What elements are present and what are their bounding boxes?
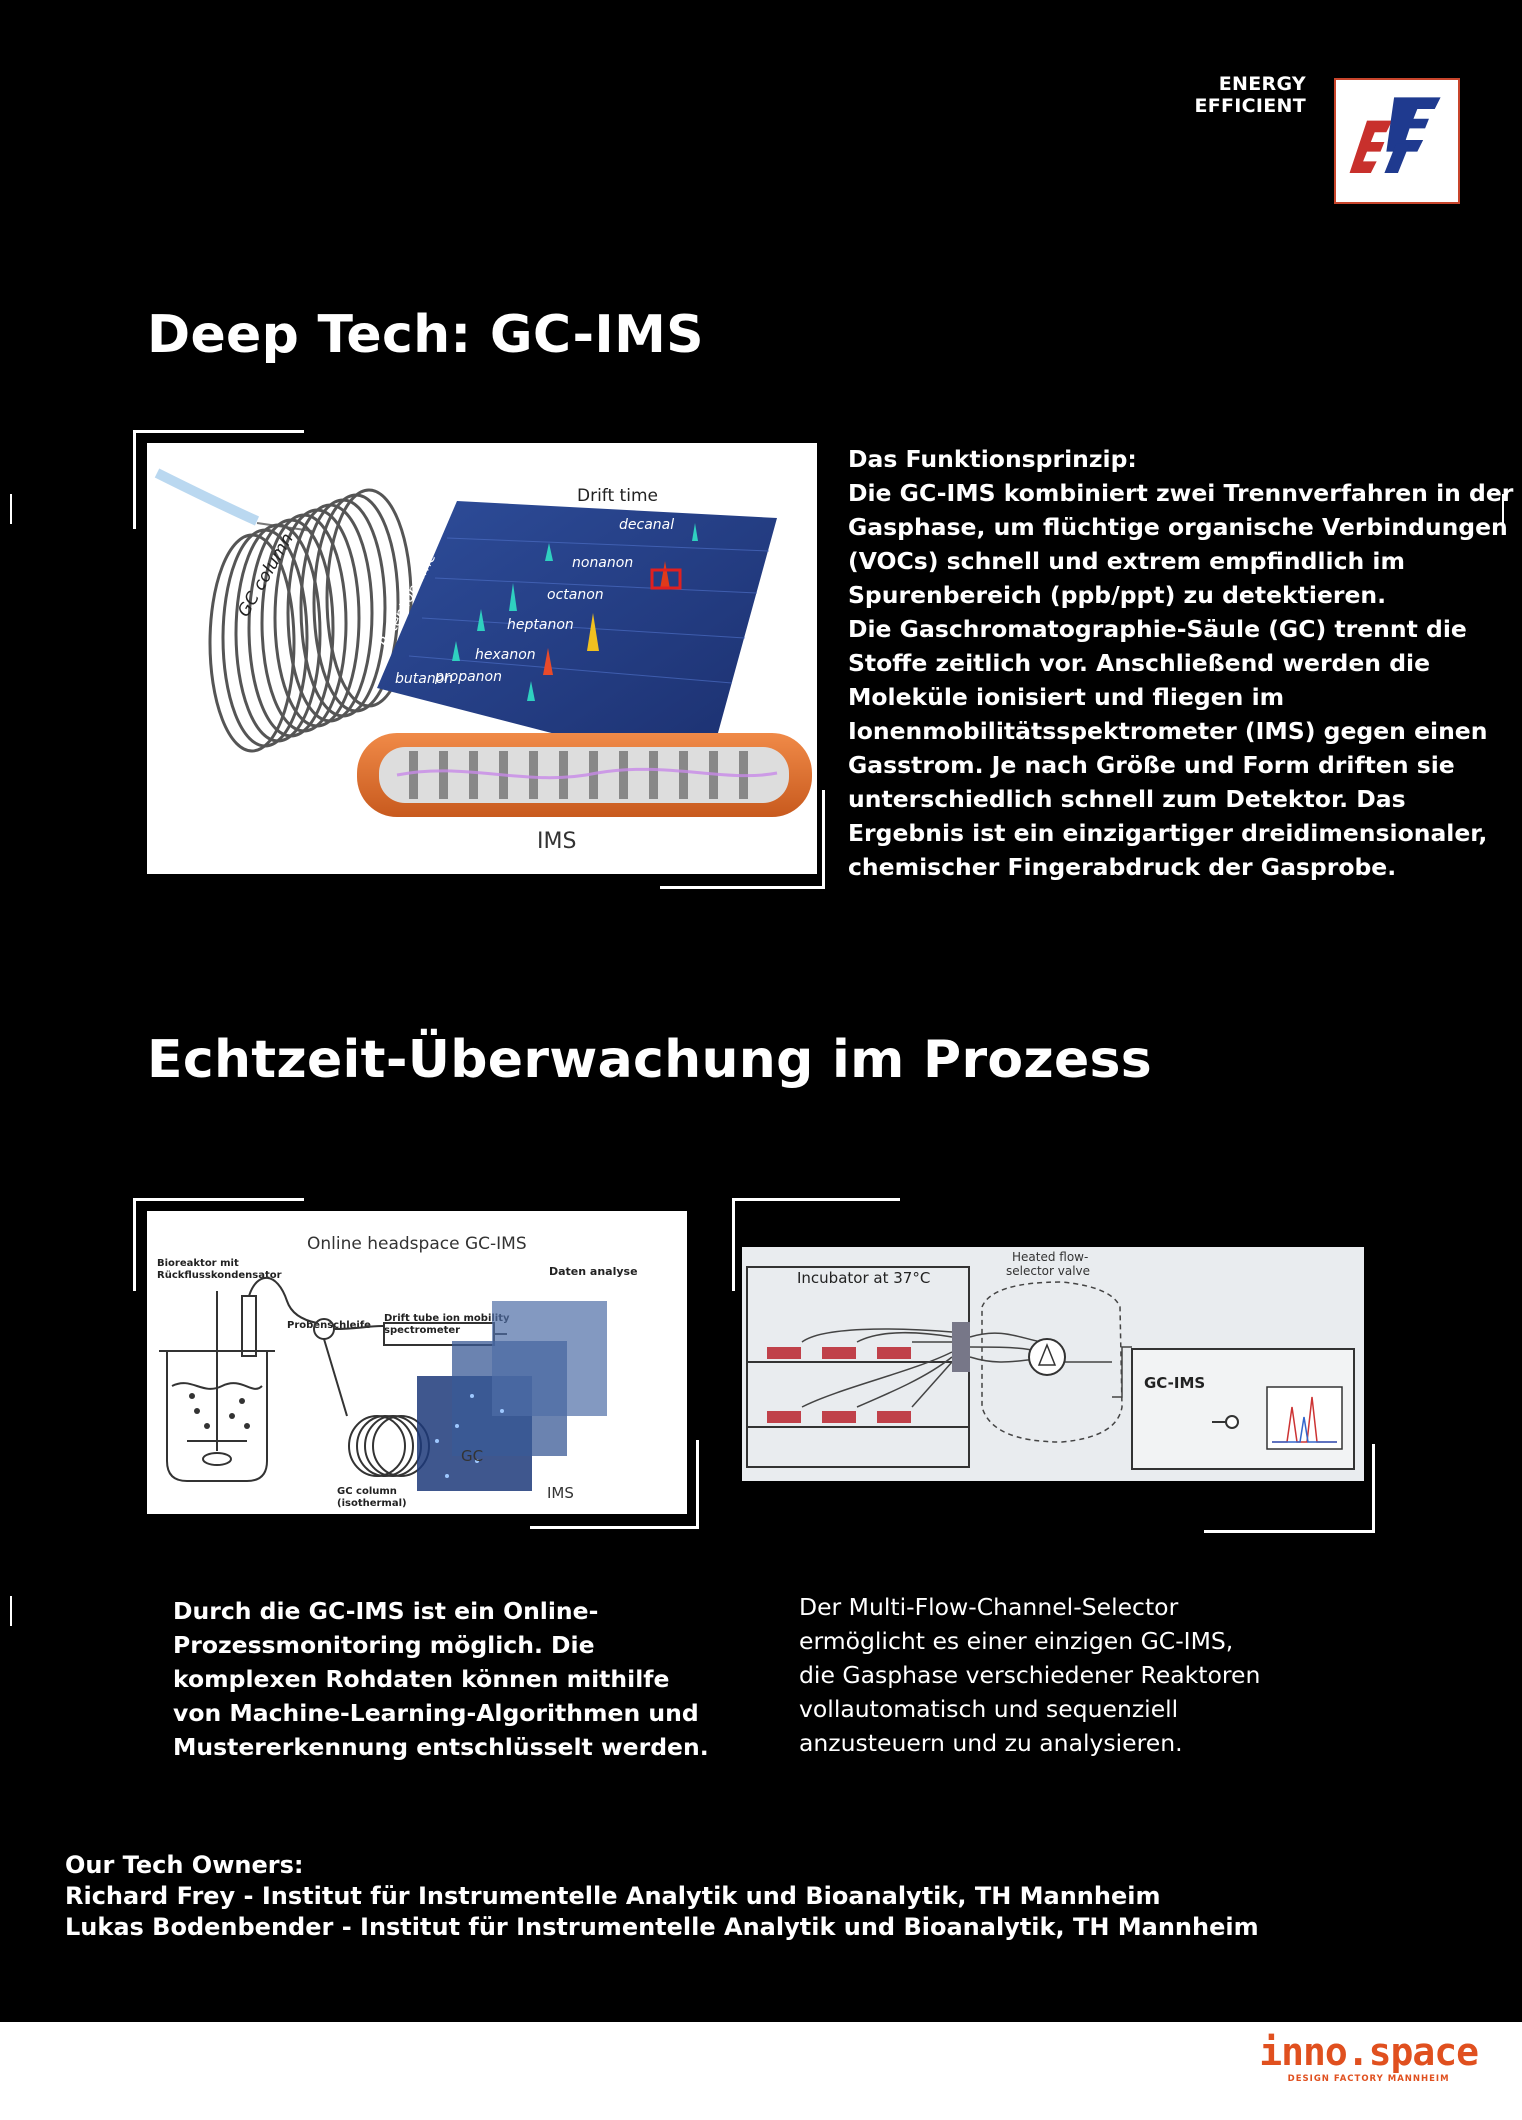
frame-bracket [732, 1198, 900, 1291]
drift-time-label: Drift time [577, 486, 658, 506]
online-headspace-figure: Online headspace GC-IMS Bioreaktor mit R… [147, 1211, 687, 1514]
svg-text:Heated flow-: Heated flow- [1012, 1250, 1088, 1264]
ims-label: IMS [537, 829, 576, 854]
svg-text:Probenschleife: Probenschleife [287, 1320, 371, 1331]
inno-space-logo: inno.space DESIGN FACTORY MANNHEIM [1259, 2030, 1479, 2084]
compound-label: propanon [434, 669, 502, 685]
brand-label: ENERGY EFFICIENT [1194, 73, 1306, 117]
online-monitoring-text: Durch die GC-IMS ist ein Online- Prozess… [173, 1597, 709, 1761]
compound-label: heptanon [507, 617, 574, 633]
edge-mark [10, 494, 12, 524]
svg-text:Incubator at 37°C: Incubator at 37°C [797, 1269, 930, 1287]
edge-mark [1502, 494, 1504, 524]
svg-text:GC column: GC column [337, 1486, 397, 1497]
frame-bracket [133, 1198, 304, 1291]
frame-bracket [133, 430, 304, 529]
compound-label: nonanon [572, 555, 633, 571]
compound-label: octanon [547, 587, 604, 603]
section-title-realtime: Echtzeit-Überwachung im Prozess [147, 1030, 1153, 1090]
figure-title: Online headspace GC-IMS [307, 1234, 527, 1254]
edge-mark [10, 1596, 12, 1626]
svg-text:GC: GC [461, 1447, 483, 1465]
frame-bracket [660, 790, 825, 889]
frame-bracket [1204, 1444, 1375, 1533]
svg-text:spectrometer: spectrometer [384, 1325, 460, 1336]
frame-bracket [530, 1440, 699, 1529]
owner-line: Lukas Bodenbender - Institut für Instrum… [65, 1913, 1259, 1941]
gc-ims-principle-figure: GC column Drift time Retention time deca… [147, 443, 817, 874]
compound-label: decanal [619, 517, 674, 533]
compound-label: butanon [395, 671, 453, 687]
svg-text:Rückflusskondensator: Rückflusskondensator [157, 1270, 282, 1281]
svg-text:Daten analyse: Daten analyse [549, 1265, 638, 1278]
svg-text:(isothermal): (isothermal) [337, 1498, 407, 1509]
section-title-deep-tech: Deep Tech: GC-IMS [147, 305, 704, 365]
svg-text:selector valve: selector valve [1006, 1264, 1090, 1278]
svg-text:Bioreaktor mit: Bioreaktor mit [157, 1258, 239, 1269]
svg-text:IMS: IMS [547, 1484, 574, 1502]
svg-text:Drift tube ion mobility: Drift tube ion mobility [384, 1313, 510, 1324]
owner-line: Richard Frey - Institut für Instrumentel… [65, 1882, 1161, 1910]
owners-heading: Our Tech Owners: [65, 1851, 304, 1879]
tech-owners: Our Tech Owners: Richard Frey - Institut… [65, 1850, 1259, 1943]
compound-label: hexanon [475, 647, 536, 663]
footer-bar [0, 2022, 1522, 2120]
multi-flow-selector-text: Der Multi-Flow-Channel-Selector ermöglic… [799, 1593, 1261, 1757]
svg-text:GC-IMS: GC-IMS [1144, 1374, 1205, 1392]
energy-efficient-logo [1334, 78, 1460, 204]
functional-principle-text: Das Funktionsprinzip: Die GC-IMS kombini… [848, 445, 1514, 881]
multi-flow-selector-figure: Incubator at 37°C Heated flow- selector … [742, 1247, 1364, 1481]
